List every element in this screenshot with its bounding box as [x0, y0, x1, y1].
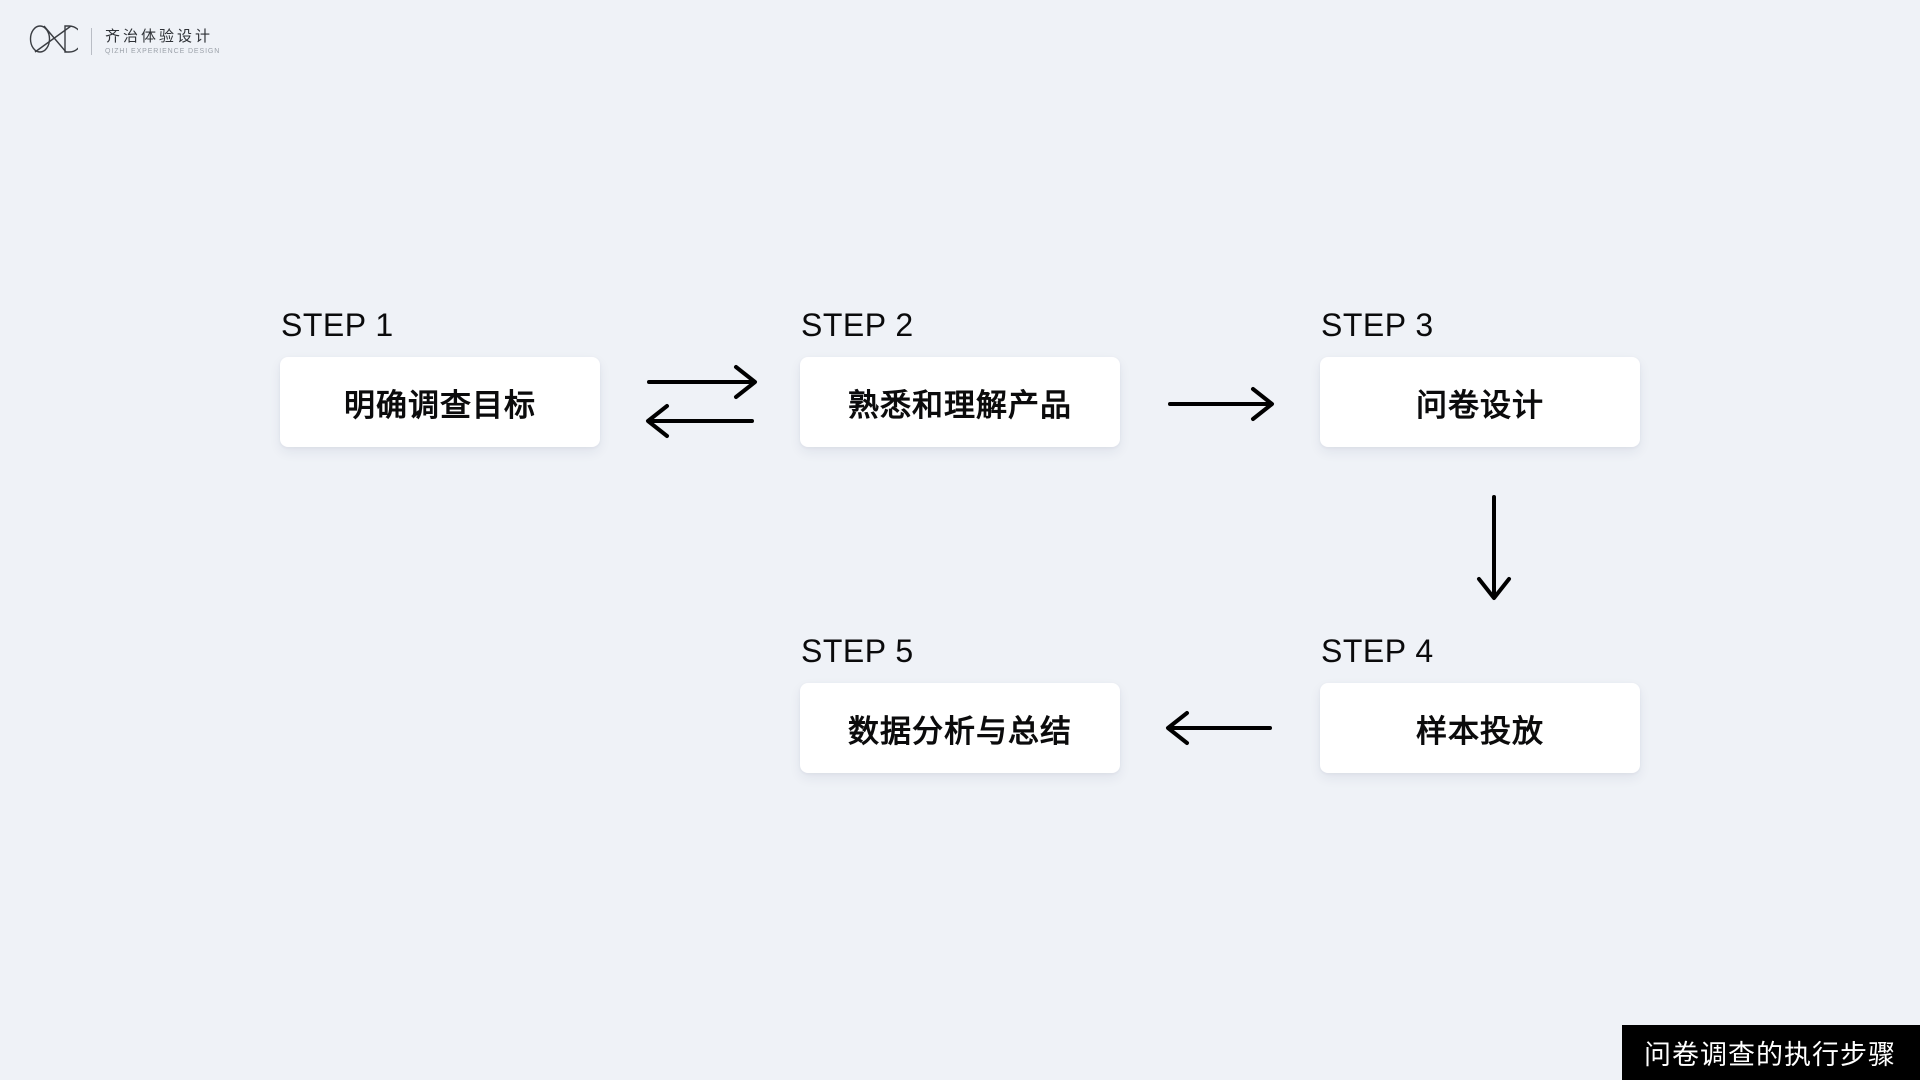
step-3-title: 问卷设计: [1416, 387, 1544, 423]
logo-divider: [91, 28, 92, 55]
logo-name-en: QIZHI EXPERIENCE DESIGN: [105, 48, 221, 55]
caption-badge: 问卷调查的执行步骤: [1622, 1025, 1920, 1080]
step-4-title: 样本投放: [1416, 713, 1544, 749]
caption-text: 问卷调查的执行步骤: [1644, 1040, 1896, 1070]
arrow-left-icon: [1166, 711, 1272, 745]
arrow-down-icon: [1477, 495, 1511, 600]
step-5-title: 数据分析与总结: [848, 713, 1072, 749]
arrow-right-icon: [647, 365, 757, 399]
step-2-title: 熟悉和理解产品: [848, 387, 1072, 423]
step-5-label: STEP 5: [801, 633, 914, 669]
logo: 齐治体验设计 QIZHI EXPERIENCE DESIGN: [28, 20, 220, 63]
step-2-box: 熟悉和理解产品: [800, 357, 1120, 447]
logo-name-cn: 齐治体验设计: [105, 28, 214, 45]
step-3-box: 问卷设计: [1320, 357, 1640, 447]
step-4-box: 样本投放: [1320, 683, 1640, 773]
step-1-label: STEP 1: [281, 307, 394, 343]
step-1-box: 明确调查目标: [280, 357, 600, 447]
step-3-label: STEP 3: [1321, 307, 1434, 343]
step-4-label: STEP 4: [1321, 633, 1434, 669]
logo-text: 齐治体验设计 QIZHI EXPERIENCE DESIGN: [105, 28, 220, 55]
step-1-title: 明确调查目标: [344, 387, 536, 423]
step-5-box: 数据分析与总结: [800, 683, 1120, 773]
arrow-left-icon: [646, 404, 754, 438]
step-2-label: STEP 2: [801, 307, 914, 343]
arrow-right-icon: [1168, 387, 1274, 421]
qxd-logo-icon: [28, 20, 83, 63]
